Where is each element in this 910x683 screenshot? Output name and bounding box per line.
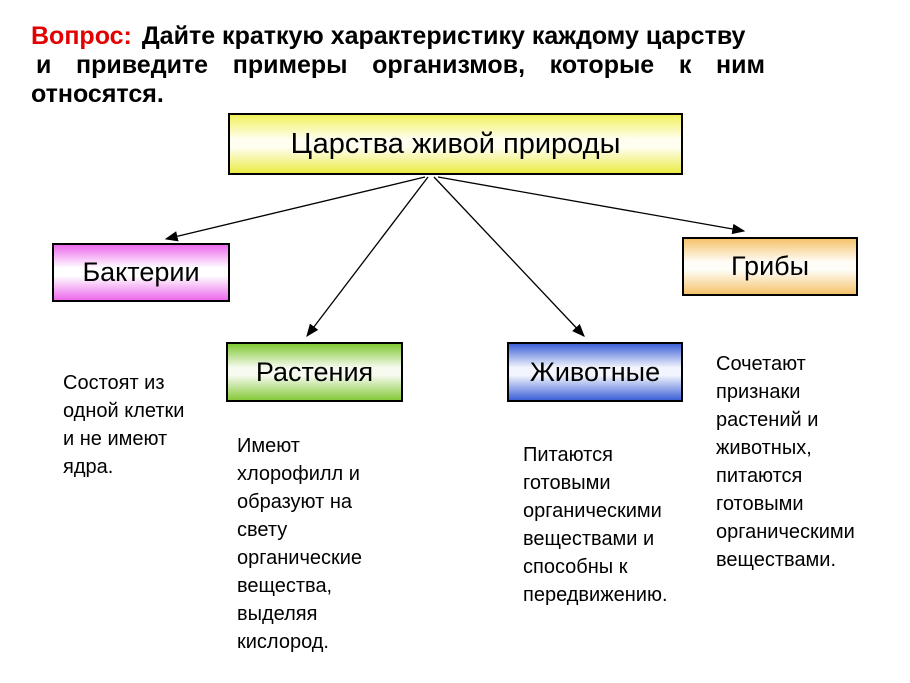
description-fungi: Сочетают признаки растений и животных, п…	[716, 353, 855, 571]
node-bacteria-label: Бактерии	[82, 257, 200, 287]
arrow-to-fungi	[437, 176, 746, 235]
description-animals: Питаются готовыми органическими вещества…	[523, 444, 668, 606]
question-line-3: относятся.	[31, 80, 164, 108]
description-bacteria: Состоят из одной клетки и не имеют ядра.	[63, 372, 185, 478]
arrow-to-animals	[433, 176, 585, 337]
node-kingdoms-root-label: Царства живой природы	[290, 127, 621, 160]
question-line-1: Вопрос: Дайте краткую характеристику кажд…	[31, 22, 765, 51]
question-label: Вопрос:	[31, 22, 132, 50]
question-text: Вопрос: Дайте краткую характеристику кажд…	[31, 22, 765, 109]
node-animals: Животные	[507, 342, 683, 402]
node-plants: Растения	[226, 342, 403, 402]
node-plants-label: Растения	[255, 356, 374, 387]
question-line-2: и приведите примеры организмов, которые …	[36, 51, 765, 79]
node-fungi: Грибы	[682, 237, 858, 296]
description-plants: Имеют хлорофилл и образуют на свету орга…	[237, 435, 363, 653]
node-fungi-label: Грибы	[730, 251, 810, 281]
node-animals-label: Животные	[529, 356, 661, 387]
node-bacteria: Бактерии	[52, 243, 230, 302]
question-line-1-text: Дайте краткую характеристику каждому цар…	[141, 22, 746, 50]
arrow-to-bacteria	[164, 176, 426, 242]
node-kingdoms-root: Царства живой природы	[228, 113, 683, 175]
arrow-to-plants	[306, 176, 429, 338]
